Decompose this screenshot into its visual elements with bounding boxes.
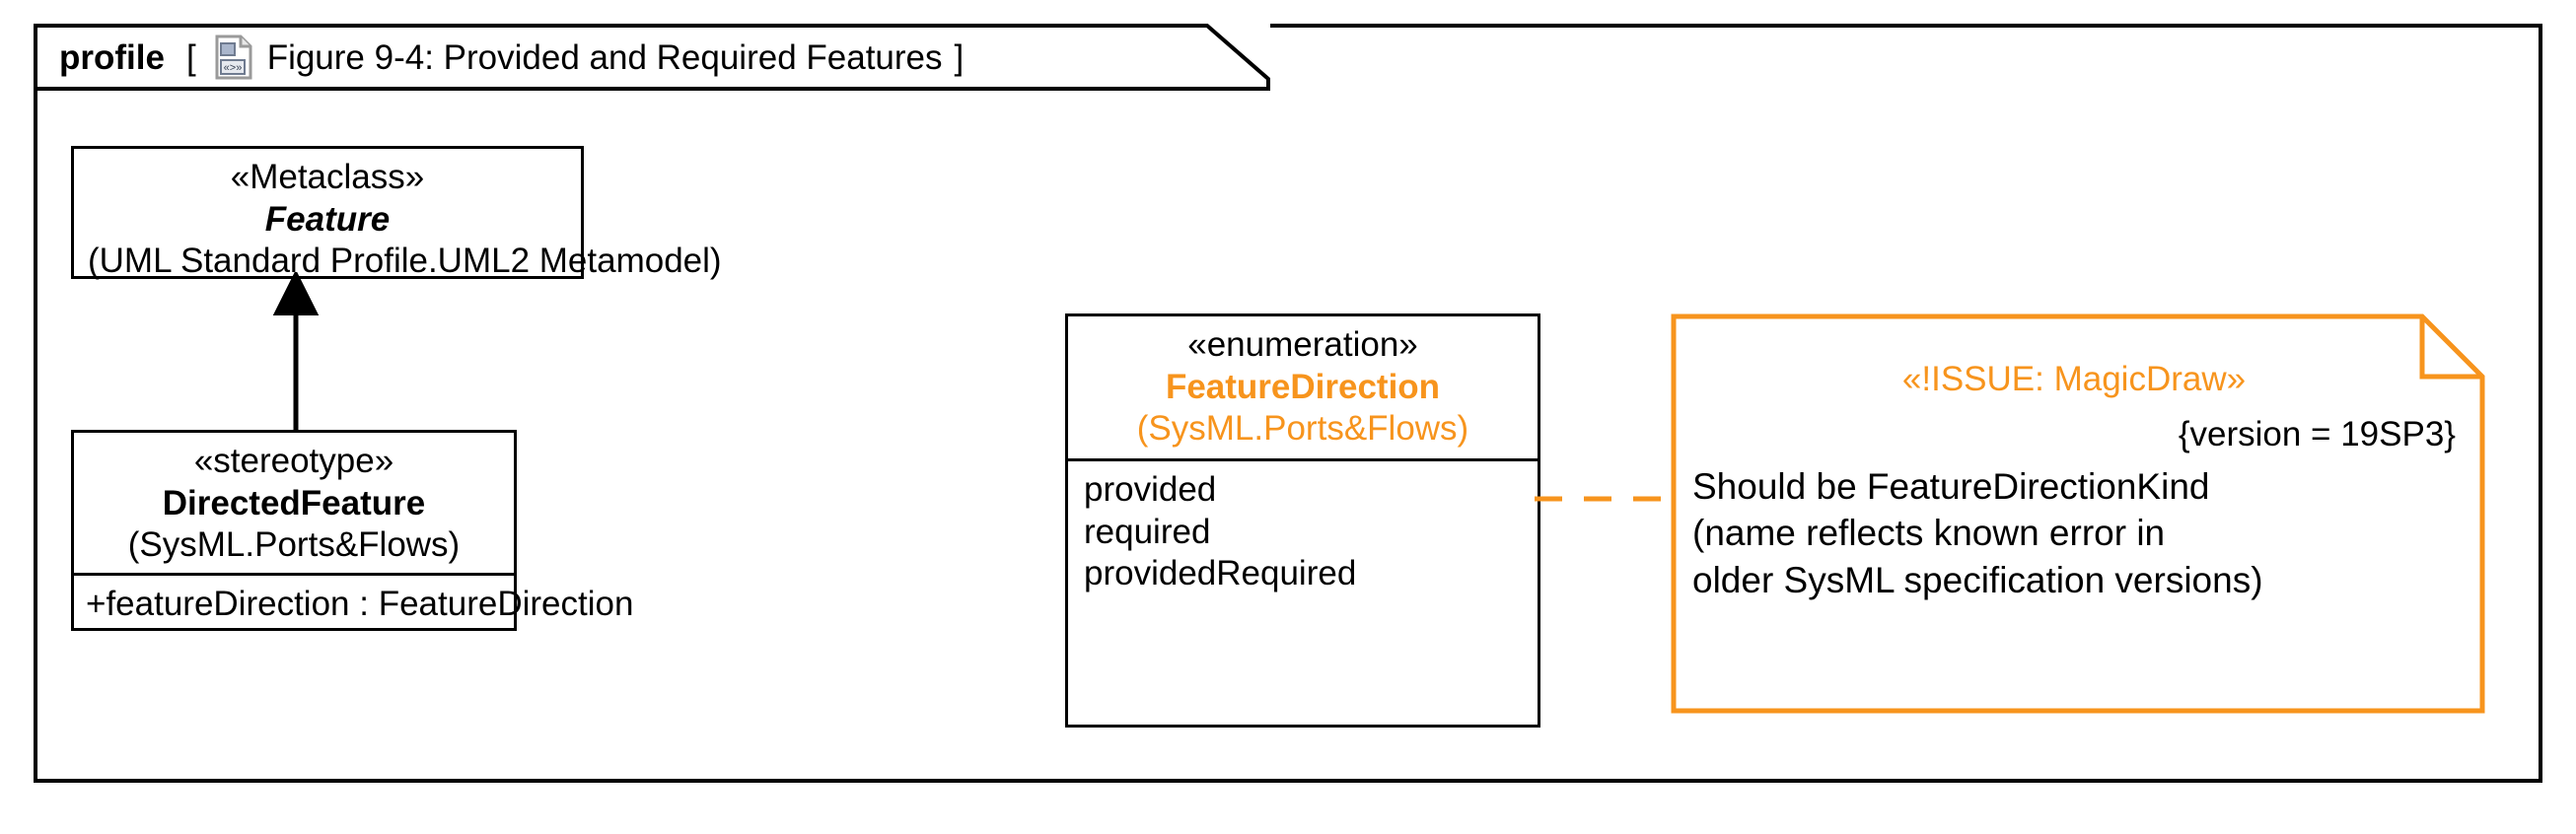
attribute-separator-label: :	[349, 585, 379, 624]
enumeration-header-compartment: «enumeration» FeatureDirection (SysML.Po…	[1068, 316, 1538, 458]
diagram-document-icon: «>»	[214, 35, 253, 80]
svg-text:«>»: «>»	[223, 62, 242, 74]
enumeration-literal-item: providedRequired	[1084, 554, 1357, 593]
note-body-line: Should be FeatureDirectionKind	[1692, 466, 2210, 507]
metaclass-qualified-name-label: (UML Standard Profile.UML2 Metamodel)	[88, 242, 722, 281]
stereotype-name-label: DirectedFeature	[162, 483, 426, 522]
attribute-row: +featureDirection : FeatureDirection	[86, 582, 633, 627]
note-body-line: (name reflects known error in	[1692, 513, 2166, 554]
attribute-type-label: FeatureDirection	[378, 585, 634, 624]
enumeration-featuredirection-box[interactable]: «enumeration» FeatureDirection (SysML.Po…	[1065, 313, 1540, 728]
enumeration-name-label: FeatureDirection	[1165, 367, 1441, 406]
stereotype-qualified-name-label: (SysML.Ports&Flows)	[127, 525, 461, 565]
metaclass-stereotype-label: «Metaclass»	[230, 158, 425, 196]
attribute-name-label: +featureDirection	[86, 585, 350, 624]
stereotype-attributes-compartment: +featureDirection : FeatureDirection	[74, 573, 633, 635]
enumeration-qualified-name-label: (SysML.Ports&Flows)	[1136, 409, 1469, 449]
diagram-kind-label: profile	[59, 37, 165, 77]
issue-note[interactable]: «!ISSUE: MagicDraw» {version = 19SP3} Sh…	[1671, 313, 2485, 714]
metaclass-header-compartment: «Metaclass» Feature (UML Standard Profil…	[74, 149, 722, 291]
enumeration-stereotype-label: «enumeration»	[1187, 325, 1418, 364]
diagram-title: Figure 9-4: Provided and Required Featur…	[266, 37, 943, 77]
note-folded-corner-shape	[1671, 313, 2485, 714]
metaclass-name-label: Feature	[264, 199, 391, 239]
stereotype-directedfeature-box[interactable]: «stereotype» DirectedFeature (SysML.Port…	[71, 430, 633, 631]
note-body-line: older SysML specification versions)	[1692, 559, 2263, 600]
enumeration-literals-compartment: provided required providedRequired	[1068, 458, 1538, 605]
stereotype-stereotype-label: «stereotype»	[193, 442, 394, 480]
metaclass-feature-box[interactable]: «Metaclass» Feature (UML Standard Profil…	[71, 146, 722, 280]
enumeration-literal-item: required	[1084, 512, 1211, 551]
bracket-open: [	[185, 37, 196, 77]
stereotype-header-compartment: «stereotype» DirectedFeature (SysML.Port…	[74, 433, 514, 573]
note-tagged-value-label: {version = 19SP3}	[2178, 415, 2456, 453]
note-stereotype-label: «!ISSUE: MagicDraw»	[1901, 360, 2247, 398]
enumeration-literal-item: provided	[1084, 470, 1217, 510]
bracket-close: ]	[954, 37, 965, 77]
frame-header-pentagon	[34, 24, 1270, 91]
frame-header: profile [ «>» Figure 9-4: Provided and R…	[34, 24, 1270, 91]
